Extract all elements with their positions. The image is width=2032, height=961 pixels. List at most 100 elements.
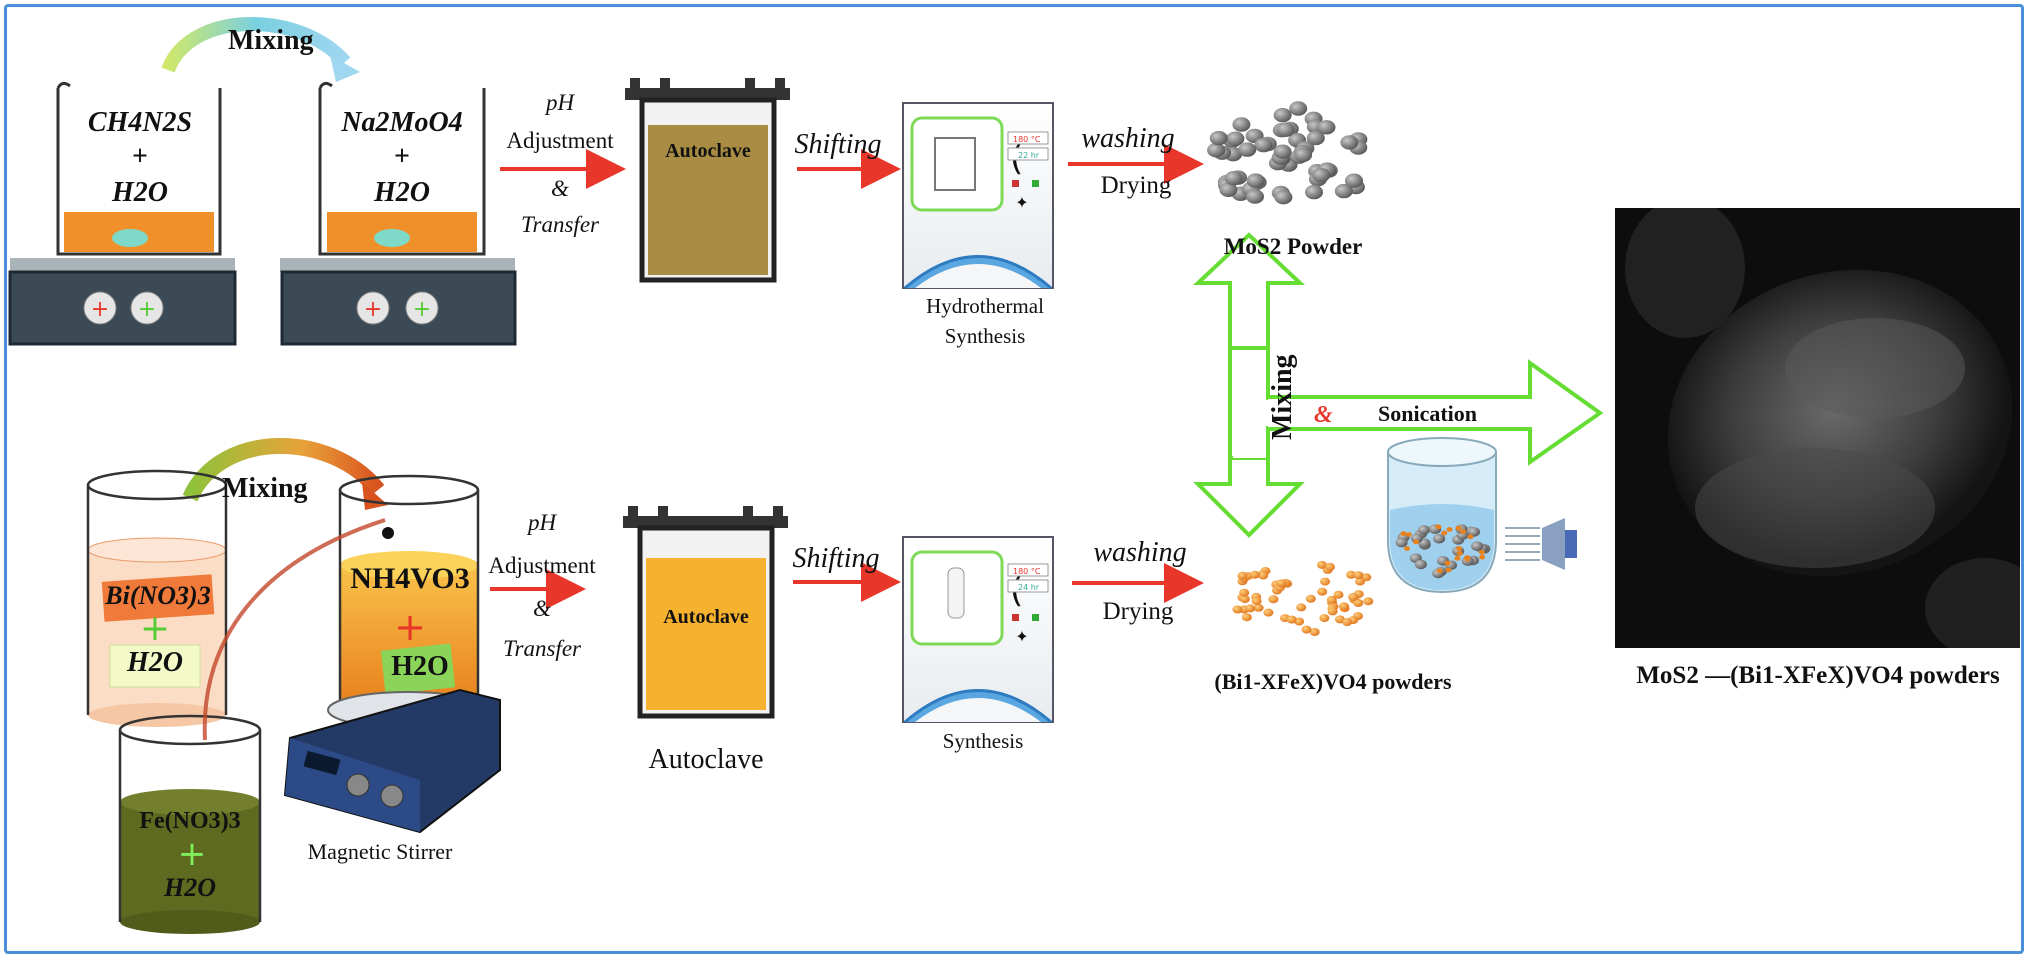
particle [1237,571,1248,580]
beaker1-reagent: CH4N2S [87,107,193,138]
autoclave-caption-bottom: Autoclave [648,744,764,775]
vanadate-water-label: H2O [391,651,449,682]
sonication-label: Sonication [1378,401,1478,426]
washing-label-bottom: washing [1093,537,1187,568]
sonication-bath [1387,437,1577,594]
particle [1327,607,1338,616]
particle [1353,571,1364,580]
beaker2-water: H2O [374,177,430,208]
particle [1441,530,1448,536]
oven-top: ( 180 °C 22 hr ✦ [902,102,1054,290]
adjustment-label-top: Adjustment [506,128,614,153]
amp-label-top: & [551,176,569,201]
particle [1326,595,1337,604]
autoclave-bottom [623,506,788,719]
beaker-1 [56,81,222,256]
particle [1263,608,1274,617]
particle [1400,531,1407,536]
particle [1294,147,1313,163]
particle [1232,605,1243,614]
particle [1232,117,1251,132]
sem-micrograph [1615,208,2020,648]
particle [1219,182,1238,197]
particle [1207,143,1226,158]
particle [1436,568,1443,574]
particle [1246,173,1265,188]
particle [1320,577,1331,586]
particle [1464,555,1471,560]
figure-frame [4,4,2024,954]
particle [1258,571,1269,580]
shifting-label-top: Shifting [794,129,882,160]
hollow-combine-arrows [1192,232,1604,538]
particle [1319,614,1330,623]
particle [1273,144,1292,159]
particle [1479,554,1486,560]
svg-text:✦: ✦ [1015,629,1028,646]
particle [1241,613,1252,622]
particle [1355,577,1366,586]
mixing-arrow-top [161,17,360,82]
particle [1478,549,1485,555]
particle [1317,120,1336,135]
particle [1317,560,1327,569]
autoclave-text-bottom: Autoclave [663,606,749,628]
beaker2-reagent: Na2MoO4 [341,107,463,138]
particle [1312,168,1331,183]
beaker-2 [318,81,486,256]
hot-plate-2: + + [280,258,517,346]
beaker2-plus: + [394,141,410,172]
svg-text:✦: ✦ [1015,195,1028,212]
particle [1418,525,1430,535]
shifting-label-bottom: Shifting [792,543,880,574]
ph-label-top: pH [545,90,575,115]
particle [1363,597,1374,606]
particle [1444,560,1451,566]
fe-water-label: H2O [164,873,216,902]
particle [1226,131,1245,146]
hot-plate-1: + + [8,258,237,346]
particle [1353,599,1364,607]
particle [1317,587,1328,596]
particle [1405,532,1412,537]
magnetic-stirrer [283,688,501,834]
oven-label-top-2: Synthesis [944,324,1026,348]
particle [1238,142,1257,157]
particle [1456,546,1463,551]
bivo4-powder-label: (Bi1-XFeX)VO4 powders [1214,669,1452,694]
particle [1289,101,1308,116]
washing-label-top: washing [1081,123,1175,154]
particle [1245,604,1256,613]
svg-text:+: + [178,834,207,874]
particle [1348,593,1359,601]
oven-label-top-1: Hydrothermal [926,294,1044,318]
particle [1276,122,1295,137]
particle [1224,171,1243,186]
svg-text:+: + [364,297,382,322]
particle [1305,594,1316,603]
particle [1254,137,1273,153]
particle [1268,595,1279,604]
particle [1471,541,1484,551]
particle [1305,184,1323,200]
bi-water-label: H2O [127,647,183,678]
particle [1339,602,1349,611]
final-product-label: MoS2 —(Bi1-XFeX)VO4 powders [1636,662,2000,689]
transfer-label-bottom: Transfer [503,636,581,661]
drying-label-top: Drying [1100,172,1172,199]
svg-text:22 hr: 22 hr [1018,151,1040,160]
ph-label-bottom: pH [527,510,557,535]
particle [1325,562,1335,571]
mixing-label-bottom: Mixing [222,473,308,504]
autoclave-top [625,78,790,283]
svg-text:+: + [138,297,156,322]
ammonium-vanadate-label: NH4VO3 [350,562,470,595]
particle [1446,527,1453,532]
particle [1246,189,1264,204]
cylinder-bi-nitrate: + [86,469,228,727]
particle [1239,588,1250,597]
cylinder-ammonium-vanadate: + [338,474,480,703]
mixing-label-vertical: Mixing [1267,354,1298,440]
particle [1467,534,1474,540]
